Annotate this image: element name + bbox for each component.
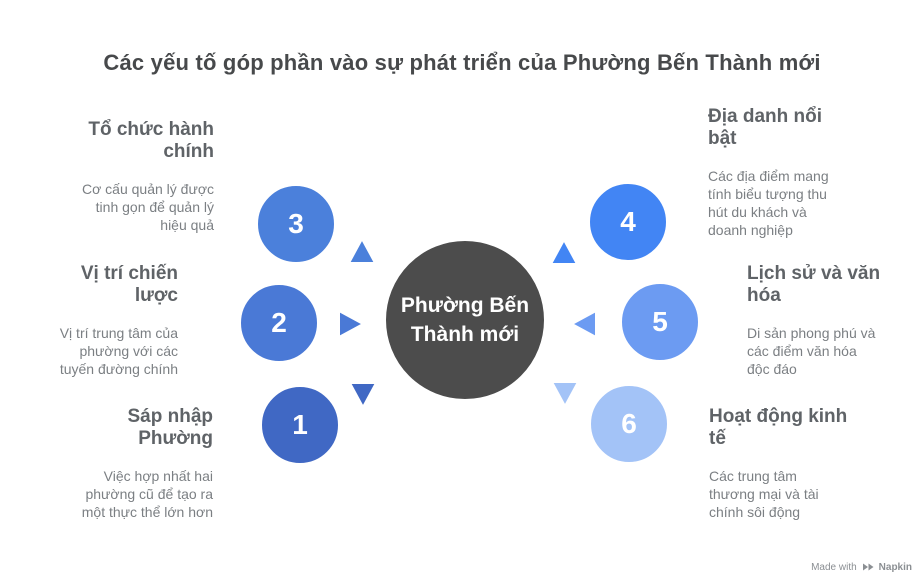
center-node-label: Phường Bến Thành mới: [400, 294, 530, 346]
node-number-1: 1: [292, 409, 308, 440]
napkin-logo-icon: [862, 563, 874, 571]
diagram-title: Các yếu tố góp phần vào sự phát triển củ…: [103, 50, 821, 75]
node-circle-2: 2: [239, 283, 319, 363]
node-number-6: 6: [621, 408, 637, 439]
node-number-2: 2: [271, 307, 287, 338]
node-heading-2: Vị trí chiến lược: [80, 263, 178, 306]
node-label-2: Vị trí chiến lược Vị trí trung tâm của p…: [28, 263, 178, 378]
node-desc-2: Vị trí trung tâm của phường với các tuyế…: [59, 325, 178, 377]
arrow-down-icon: [551, 381, 579, 407]
napkin-brand-label: Napkin: [878, 561, 912, 573]
node-heading-5: Lịch sử và văn hóa: [747, 263, 881, 306]
node-number-5: 5: [652, 306, 668, 337]
arrow-up-icon: [348, 238, 376, 264]
node-heading-3: Tổ chức hành chính: [88, 119, 214, 162]
node-desc-1: Việc hợp nhất hai phường cũ để tạo ra mộ…: [81, 468, 213, 520]
node-desc-5: Di sản phong phú và các điểm văn hóa độc…: [747, 325, 876, 377]
node-heading-1: Sáp nhập Phường: [127, 406, 213, 449]
node-label-1: Sáp nhập Phường Việc hợp nhất hai phường…: [63, 406, 213, 521]
node-number-3: 3: [288, 208, 304, 239]
arrow-down-icon: [349, 382, 377, 408]
made-with-napkin-badge[interactable]: Made with Napkin: [811, 561, 912, 573]
node-desc-3: Cơ cấu quản lý được tinh gọn để quản lý …: [81, 181, 214, 233]
node-circle-3: 3: [256, 184, 336, 264]
center-node: Phường Bến Thành mới: [383, 238, 547, 402]
node-desc-4: Các địa điểm mang tính biểu tượng thu hú…: [708, 168, 829, 238]
node-label-3: Tổ chức hành chính Cơ cấu quản lý được t…: [64, 119, 214, 234]
node-label-6: Hoạt động kinh tế Các trung tâm thương m…: [709, 406, 859, 521]
arrow-right-icon: [338, 310, 364, 338]
node-number-4: 4: [620, 206, 636, 237]
node-label-4: Địa danh nổi bật Các địa điểm mang tính …: [708, 106, 858, 239]
node-label-5: Lịch sử và văn hóa Di sản phong phú và c…: [747, 263, 887, 378]
arrow-left-icon: [571, 310, 597, 338]
node-circle-1: 1: [260, 385, 340, 465]
node-heading-4: Địa danh nổi bật: [708, 106, 822, 149]
made-with-label: Made with: [811, 561, 857, 573]
node-desc-6: Các trung tâm thương mại và tài chính sô…: [709, 468, 819, 520]
node-circle-6: 6: [589, 384, 669, 464]
node-circle-4: 4: [588, 182, 668, 262]
arrow-up-icon: [550, 239, 578, 265]
node-circle-5: 5: [620, 282, 700, 362]
node-heading-6: Hoạt động kinh tế: [709, 406, 848, 449]
